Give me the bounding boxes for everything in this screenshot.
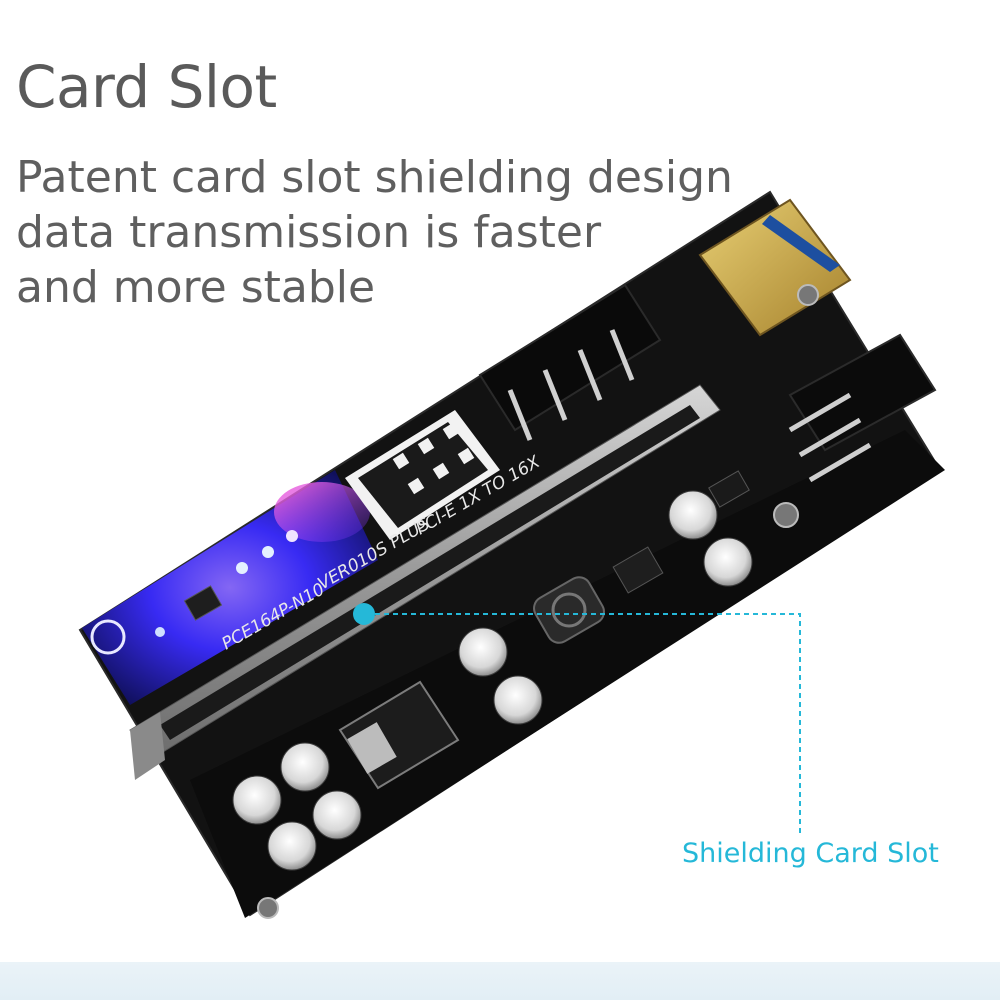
description-line-3: and more stable xyxy=(16,262,376,313)
molex-connector xyxy=(478,283,662,432)
inductor-coil xyxy=(551,592,587,628)
led-pink-glow xyxy=(274,482,370,542)
led-light xyxy=(262,546,274,558)
chip-ic xyxy=(183,585,223,621)
regulator-heatsink xyxy=(347,722,397,774)
six-pin-power-connector xyxy=(345,410,500,540)
molex-pin xyxy=(542,369,568,421)
footer-band xyxy=(0,962,1000,1000)
chip-ic xyxy=(612,546,664,594)
capacitor xyxy=(232,775,282,825)
pcb-lower-section xyxy=(190,430,945,918)
power-inductor xyxy=(533,576,605,644)
page-title: Card Slot xyxy=(16,53,277,121)
molex-pin xyxy=(507,389,533,441)
description-line-1: Patent card slot shielding design xyxy=(16,152,733,203)
mounting-hole xyxy=(797,284,819,306)
mounting-hole-left xyxy=(90,619,126,655)
callout-dot xyxy=(353,603,375,625)
callout-leader-line xyxy=(375,613,801,836)
capacitor xyxy=(267,821,317,871)
sata-pin xyxy=(808,442,872,483)
mounting-hole xyxy=(773,502,799,528)
mounting-hole xyxy=(257,897,279,919)
capacitor xyxy=(458,627,508,677)
slot-latch xyxy=(130,712,165,780)
led-light xyxy=(286,530,298,542)
capacitor xyxy=(312,790,362,840)
diode xyxy=(708,470,750,508)
sata-pin xyxy=(798,417,862,458)
molex-pin xyxy=(609,329,635,381)
sata-pin xyxy=(788,392,852,433)
led-light xyxy=(155,627,165,637)
molex-pin xyxy=(577,349,603,401)
led-light xyxy=(236,562,248,574)
feature-description: Patent card slot shielding design data t… xyxy=(16,150,776,315)
capacitor xyxy=(668,490,718,540)
callout-label: Shielding Card Slot xyxy=(682,838,939,869)
slot-opening xyxy=(160,405,700,740)
sata-connector xyxy=(788,333,937,452)
capacitor xyxy=(703,537,753,587)
description-line-2: data transmission is faster xyxy=(16,207,602,258)
capacitor xyxy=(493,675,543,725)
capacitor xyxy=(280,742,330,792)
